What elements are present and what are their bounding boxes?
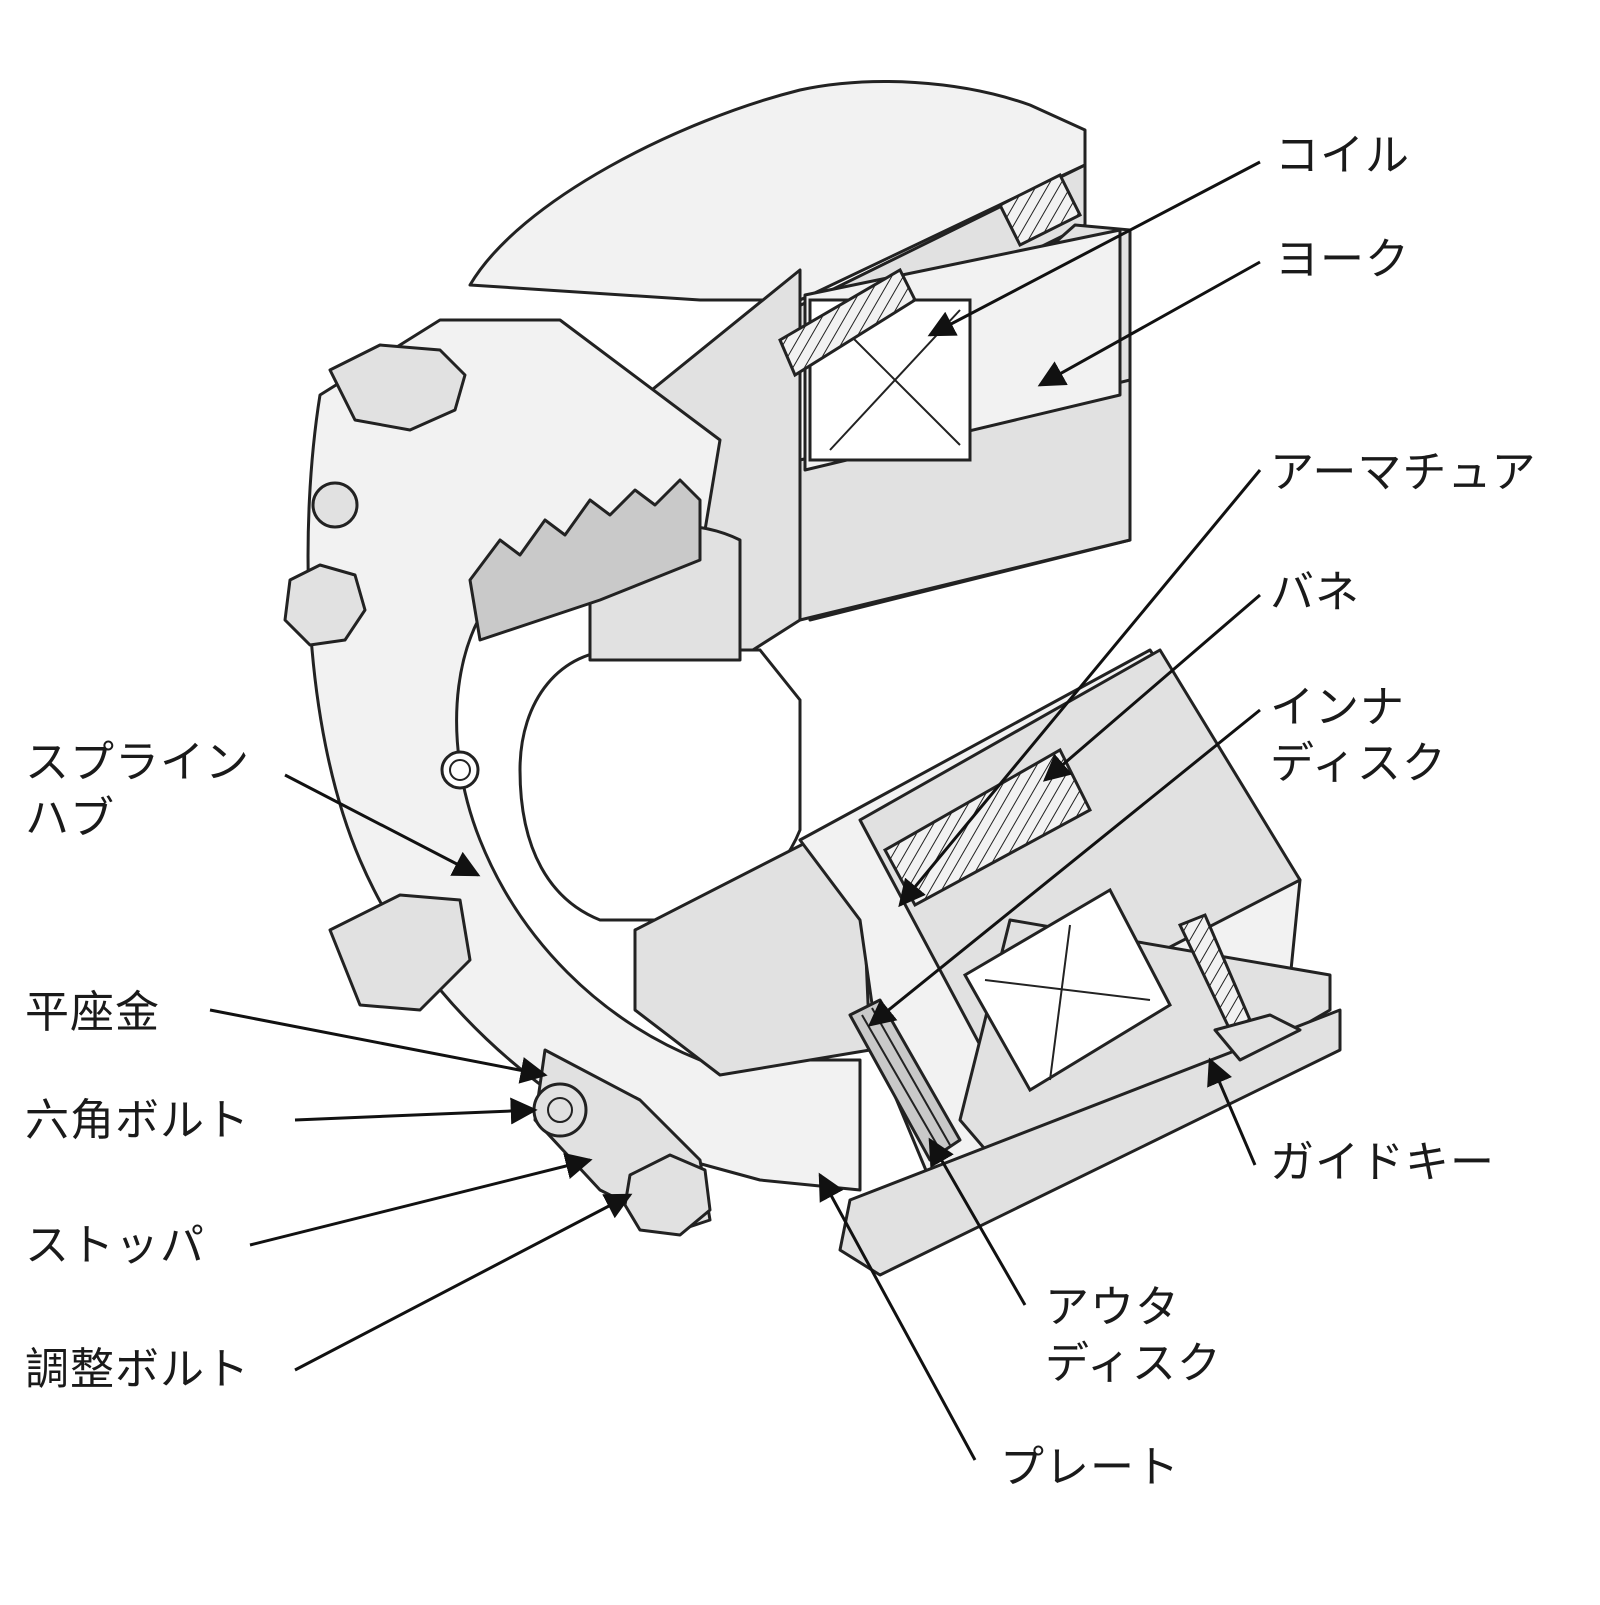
hex-bolt-top bbox=[328, 343, 467, 432]
spline-hub-ring bbox=[283, 318, 862, 1237]
label-adjust-bolt: 調整ボルト bbox=[25, 1344, 250, 1395]
leader-inner-disc bbox=[867, 708, 1261, 1027]
leader-plate bbox=[818, 1172, 977, 1461]
leader-yoke bbox=[1037, 260, 1261, 387]
label-stopper: ストッパ bbox=[25, 1220, 205, 1271]
label-hex-bolt: 六角ボルト bbox=[25, 1095, 250, 1146]
adjust-bolt-left bbox=[283, 563, 367, 647]
hex-bolt-small-upper bbox=[311, 481, 359, 529]
leader-armature bbox=[898, 469, 1262, 908]
label-inner-disc: インナディスク bbox=[1270, 682, 1447, 789]
leader-flat-washer bbox=[209, 1008, 548, 1084]
leader-lines bbox=[209, 160, 1262, 1461]
hex-bolt-lower bbox=[532, 1082, 588, 1138]
label-outer-disc: アウタディスク bbox=[1045, 1282, 1222, 1389]
label-spline-hub: スプラインハブ bbox=[25, 737, 250, 844]
tapped-hole bbox=[440, 750, 480, 790]
leader-guide-key bbox=[1207, 1057, 1257, 1166]
label-flat-washer: 平座金 bbox=[25, 987, 160, 1038]
leader-coil bbox=[927, 160, 1261, 337]
leader-spline-hub bbox=[284, 773, 481, 877]
stopper-left bbox=[328, 893, 472, 1012]
label-guide-key: ガイドキー bbox=[1270, 1137, 1495, 1188]
label-yoke: ヨーク bbox=[1275, 234, 1410, 285]
label-plate: プレート bbox=[1000, 1442, 1180, 1493]
leader-hex-bolt bbox=[294, 1097, 538, 1125]
leader-adjust-bolt bbox=[294, 1193, 633, 1372]
leader-stopper bbox=[249, 1152, 593, 1247]
leader-spring bbox=[1042, 593, 1261, 782]
label-spring: バネ bbox=[1270, 567, 1360, 618]
label-armature: アーマチュア bbox=[1270, 447, 1537, 498]
label-coil: コイル bbox=[1275, 130, 1410, 181]
leader-outer-disc bbox=[928, 1137, 1027, 1306]
